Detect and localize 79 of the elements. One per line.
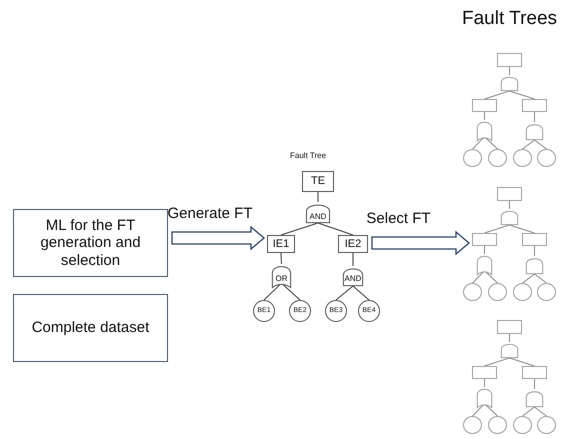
basic-event-circle	[289, 300, 311, 322]
tree-connector	[281, 282, 300, 300]
edge-label: Select FT	[366, 210, 431, 227]
tree-connector	[534, 140, 547, 150]
basic-event-circle	[537, 149, 556, 167]
event-box	[472, 233, 497, 246]
tree-connector	[534, 406, 547, 416]
tree-connector	[534, 378, 535, 390]
basic-event-circle	[463, 283, 482, 301]
basic-event-circle	[513, 283, 532, 301]
heading-text: Fault Tree	[290, 151, 326, 160]
tree-connector	[264, 282, 282, 300]
event-box	[497, 187, 522, 201]
event-box	[267, 235, 295, 253]
node-label: TE	[310, 175, 326, 188]
tree-connector	[509, 334, 510, 342]
tree-connector	[484, 358, 510, 366]
tree-connector	[484, 403, 498, 416]
tree-connector	[509, 200, 510, 210]
basic-event-circle	[488, 283, 507, 301]
basic-event-circle	[463, 416, 482, 434]
event-box	[497, 53, 522, 67]
event-box	[13, 294, 168, 362]
event-box	[13, 209, 168, 277]
tree-connector	[280, 252, 282, 264]
node-label: IE1	[272, 238, 290, 250]
tree-connector	[522, 274, 535, 284]
tree-connector	[534, 274, 547, 284]
tree-connector	[352, 286, 370, 300]
basic-event-circle	[537, 416, 556, 434]
basic-event-circle	[253, 300, 275, 322]
tree-connector	[484, 378, 485, 388]
tree-connector	[534, 112, 535, 122]
block-arrow	[371, 230, 470, 256]
node-label: OR	[276, 274, 288, 284]
basic-event-circle	[358, 300, 380, 322]
tree-connector	[484, 246, 485, 254]
basic-event-circle	[488, 149, 507, 167]
tree-connector	[522, 140, 535, 150]
heading-text: Fault Trees	[462, 8, 558, 30]
basic-event-circle	[463, 149, 482, 167]
tree-connector	[509, 66, 510, 76]
tree-connector	[318, 222, 354, 236]
tree-connector	[509, 358, 535, 366]
node-label: IE2	[344, 238, 362, 250]
event-box	[338, 235, 368, 253]
block-arrow	[171, 226, 265, 250]
tree-connector	[280, 222, 318, 236]
tree-connector	[534, 246, 535, 256]
event-box	[302, 171, 334, 192]
event-box	[522, 233, 547, 246]
edge-label: Generate FT	[167, 205, 253, 222]
tree-connector	[336, 286, 354, 300]
tree-connector	[484, 112, 485, 120]
basic-event-circle	[513, 149, 532, 167]
node-label: AND	[344, 274, 362, 284]
tree-connector	[484, 270, 498, 284]
node-label: ML for the FT generation and selection	[39, 217, 142, 269]
tree-connector	[352, 252, 354, 266]
tree-connector	[484, 224, 510, 234]
tree-connector	[484, 136, 498, 150]
tree-connector	[509, 90, 535, 100]
basic-event-circle	[325, 300, 347, 322]
event-box	[522, 366, 547, 379]
event-box	[472, 99, 497, 112]
node-label: AND	[310, 212, 326, 221]
event-box	[472, 366, 497, 379]
tree-connector	[484, 90, 510, 100]
tree-connector	[472, 270, 485, 284]
basic-event-circle	[537, 283, 556, 301]
basic-event-circle	[488, 416, 507, 434]
tree-connector	[472, 403, 485, 416]
tree-connector	[522, 406, 535, 416]
tree-connector	[509, 224, 535, 234]
event-box	[522, 99, 547, 112]
node-label: Complete dataset	[32, 319, 150, 337]
basic-event-circle	[513, 416, 532, 434]
event-box	[497, 320, 522, 334]
tree-connector	[472, 136, 485, 150]
